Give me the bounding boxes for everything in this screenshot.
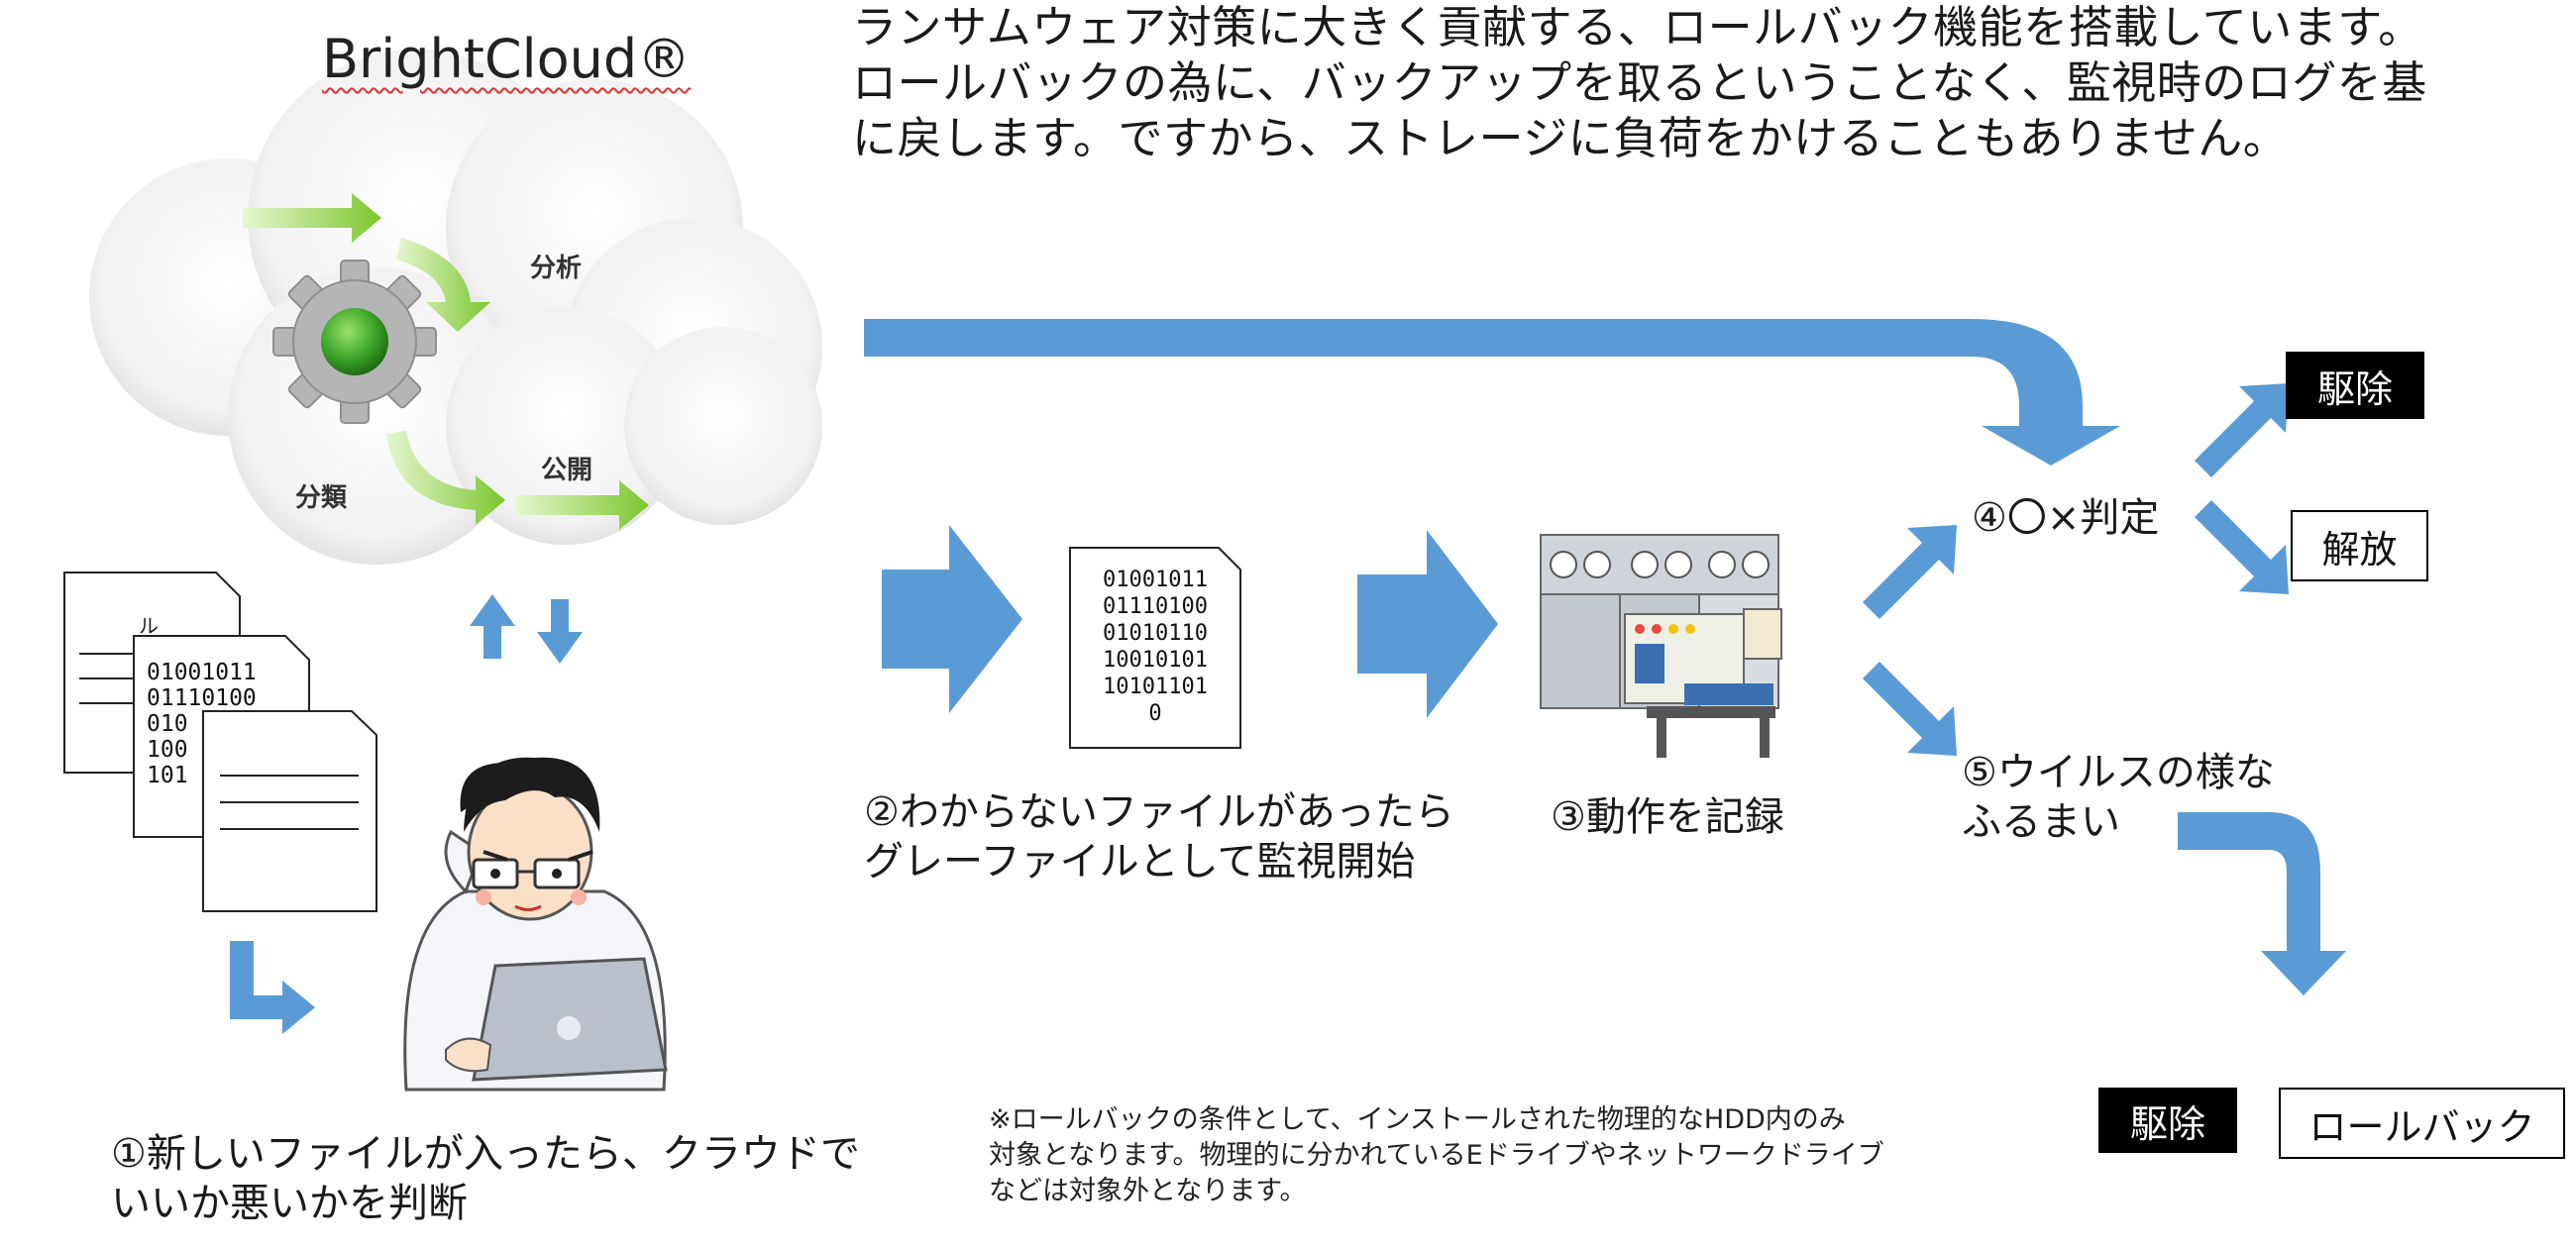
sync-arrows-icon xyxy=(470,594,583,664)
document-stack xyxy=(63,572,377,912)
cloud-label-publish: 公開 xyxy=(541,456,593,485)
headline-text: ランサムウェア対策に大きく貢献する、ロールバック機能を搭載しています。 ロールバ… xyxy=(852,1,2427,164)
behavior-down-arrow xyxy=(2178,812,2346,995)
step4-judge-label: ④〇×判定 xyxy=(1972,495,2160,541)
rollback-condition-note: ※ロールバックの条件として、インストールされた物理的なHDD内のみ 対象となりま… xyxy=(989,1104,1884,1206)
cloud-label-analysis: 分析 xyxy=(530,254,583,283)
arrow-to-release xyxy=(2195,500,2289,594)
arrow-to-behavior xyxy=(1863,662,1957,756)
arrow-to-remove-top xyxy=(2195,383,2289,477)
step3-caption: ③動作を記録 xyxy=(1551,794,1784,840)
back-document-text: ル xyxy=(139,614,159,638)
green-flow-arrows xyxy=(243,193,649,530)
step1-caption: ①新しいファイルが入ったら、クラウドで いいか悪いかを判断 xyxy=(111,1131,860,1226)
release-box: 解放 xyxy=(2291,510,2428,581)
recorder-machine-illustration xyxy=(1540,534,1782,758)
person-with-laptop-illustration xyxy=(403,757,668,1092)
remove-box-top: 駆除 xyxy=(2286,352,2424,419)
step2-binary-text: 01001011 01110100 01010110 10010101 1010… xyxy=(1103,568,1208,726)
gear-icon xyxy=(272,260,437,424)
down-right-arrow xyxy=(230,941,315,1034)
brightcloud-logo-text: BrightCloud® xyxy=(322,28,692,90)
arrow-to-judge xyxy=(1863,525,1957,619)
binary-file-icon xyxy=(1069,547,1241,749)
middle-document-binary: 01001011 01110100 010 100 101 xyxy=(147,660,257,788)
cloud-label-classify: 分類 xyxy=(295,483,348,513)
remove-box-bottom: 駆除 xyxy=(2098,1088,2237,1153)
step5-behavior-label: ⑤ウイルスの様な ふるまい xyxy=(1962,750,2275,845)
rollback-box: ロールバック xyxy=(2279,1088,2565,1159)
flow-arrow-1 xyxy=(882,525,1022,713)
step2-caption: ②わからないファイルがあったら グレーファイルとして監視開始 xyxy=(864,789,1454,885)
top-flow-arrow xyxy=(864,319,2120,466)
flow-arrow-2 xyxy=(1357,530,1498,718)
